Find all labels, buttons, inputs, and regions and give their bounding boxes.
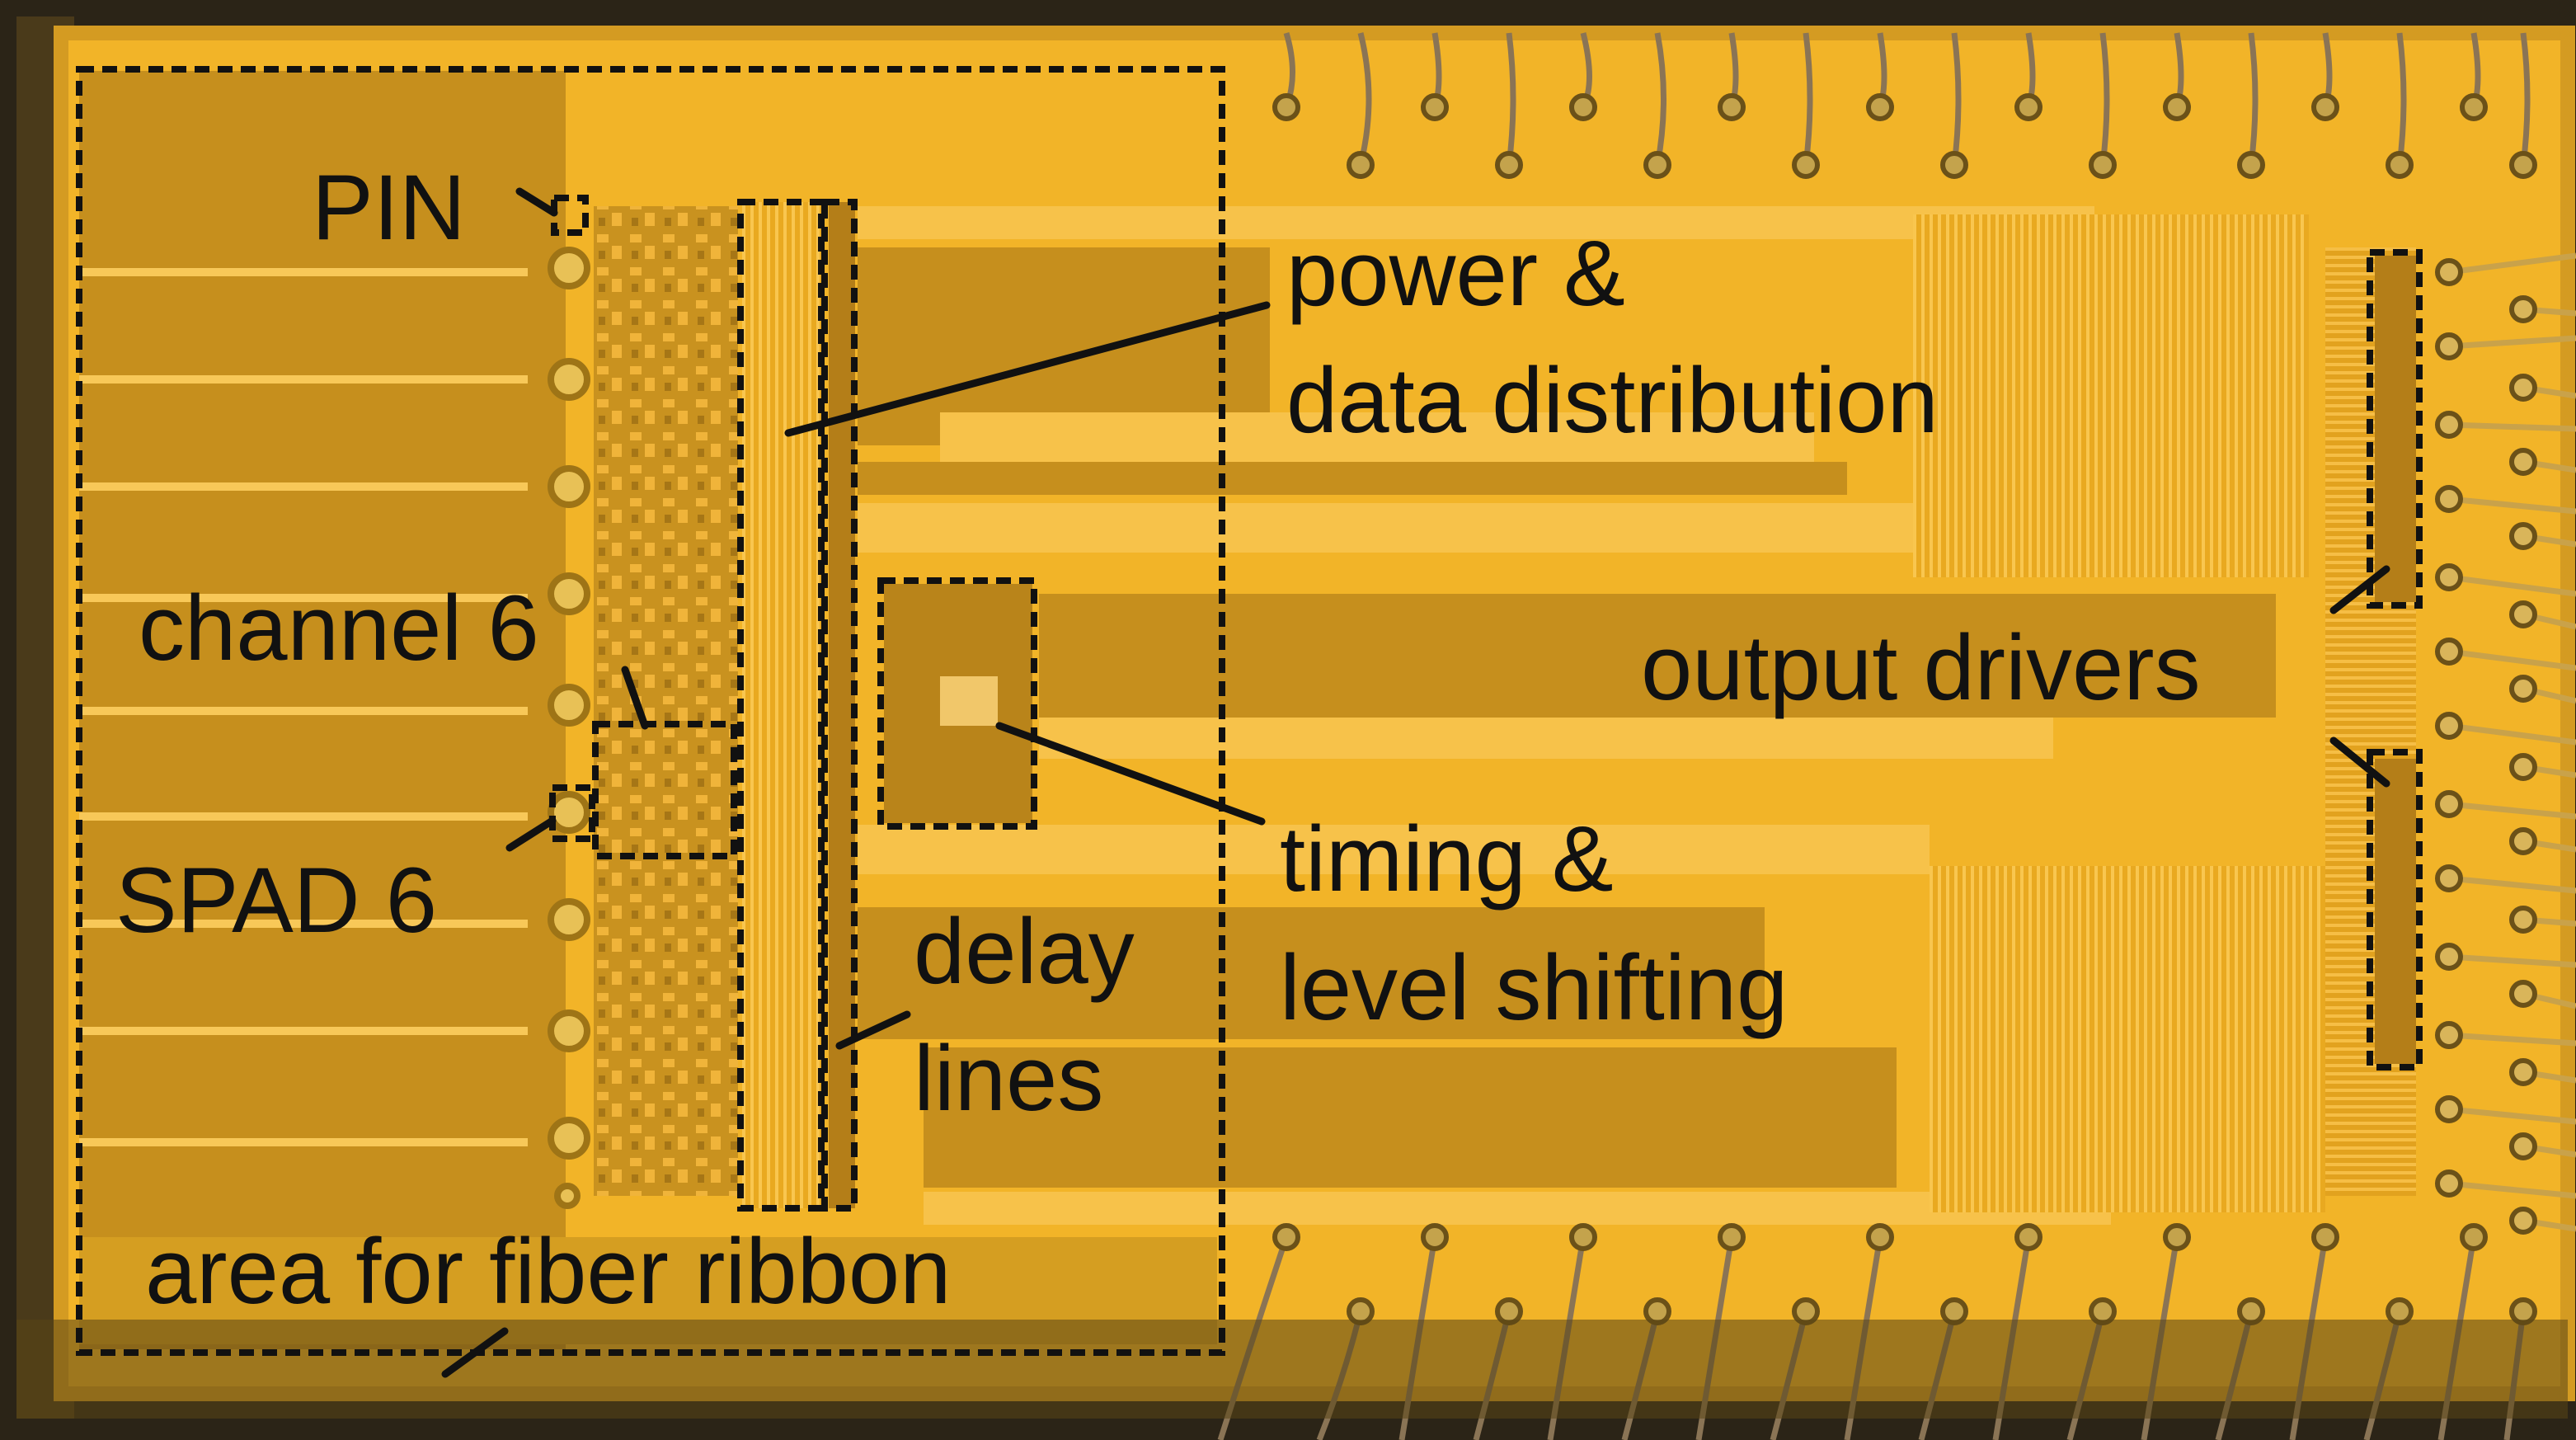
timing-box bbox=[877, 577, 1037, 830]
bond-wires-right bbox=[2448, 252, 2576, 1232]
power-leader bbox=[784, 301, 1271, 437]
die-bottom-shadow bbox=[16, 1320, 2568, 1419]
timing-label-line1: timing & bbox=[1280, 807, 1614, 911]
channel-leader bbox=[621, 666, 649, 730]
pin-label: PIN bbox=[312, 156, 466, 259]
array-upper-right bbox=[1913, 214, 2309, 577]
fiber-ribbon-box bbox=[76, 66, 1225, 1356]
spad-pads bbox=[548, 247, 590, 1209]
channel-cells bbox=[594, 206, 738, 1196]
channel-6-box bbox=[592, 721, 737, 859]
spad-label: SPAD 6 bbox=[115, 849, 437, 952]
driver-column bbox=[2375, 256, 2416, 602]
distribution-bus bbox=[742, 202, 825, 1208]
delay-lines-box bbox=[821, 199, 858, 1212]
power-distribution-box bbox=[737, 199, 825, 1212]
output-drivers-box-lower bbox=[2367, 749, 2423, 1071]
array-lower-right bbox=[1930, 866, 2325, 1212]
fiber-traces bbox=[79, 268, 528, 1146]
timing-block-detail bbox=[940, 676, 998, 726]
bond-pads-top bbox=[1272, 93, 2537, 179]
pin-box bbox=[551, 195, 589, 236]
output-drivers-box-upper bbox=[2367, 249, 2423, 609]
routing-blocks bbox=[858, 206, 2276, 1225]
channel-label: channel 6 bbox=[139, 576, 539, 680]
output-drivers-label: output drivers bbox=[1641, 616, 2201, 719]
power-label-line2: data distribution bbox=[1286, 349, 1939, 452]
area-label: area for fiber ribbon bbox=[145, 1220, 951, 1323]
spad-leader bbox=[505, 816, 557, 852]
bond-pads-bottom bbox=[1272, 1223, 2537, 1325]
timing-label-line2: level shifting bbox=[1280, 936, 1788, 1039]
delay-label-line1: delay bbox=[914, 900, 1135, 1003]
output-leader-upper bbox=[2329, 565, 2390, 614]
power-label-line1: power & bbox=[1286, 222, 1625, 325]
driver-column-lower bbox=[2375, 759, 2416, 1064]
fiber-leader bbox=[441, 1327, 509, 1378]
delay-label-line2: lines bbox=[914, 1027, 1103, 1130]
timing-leader bbox=[995, 722, 1266, 826]
delay-leader bbox=[835, 1010, 911, 1050]
output-leader-lower bbox=[2329, 736, 2390, 788]
bond-pads-right bbox=[2435, 258, 2537, 1235]
pin-leader bbox=[515, 187, 558, 217]
